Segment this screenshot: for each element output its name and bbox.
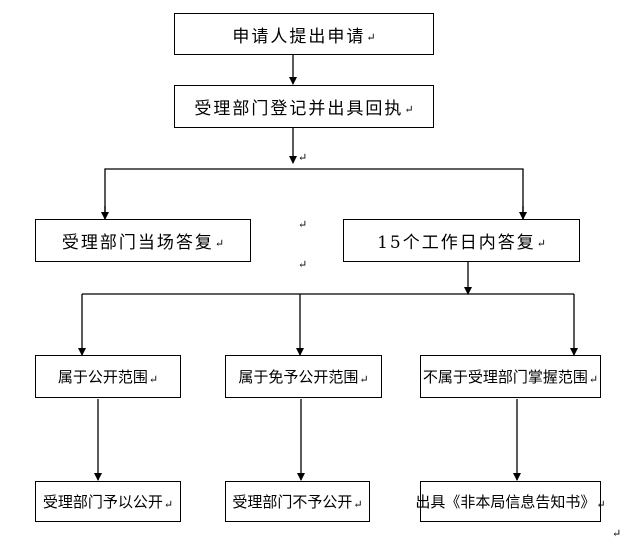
node-reply-15-days-label: 15个工作日内答复 [377,233,536,253]
node-submit: 申请人提出申请↵ [174,13,434,55]
paragraph-mark-icon: ↵ [366,30,376,44]
paragraph-mark-icon: ↵ [298,218,308,231]
node-not-dept-scope: 不属于受理部门掌握范围↵ [420,355,601,398]
node-register: 受理部门登记并出具回执↵ [174,85,434,128]
paragraph-mark-icon: ↵ [214,237,225,250]
node-reply-on-site: 受理部门当场答复↵ [35,219,251,262]
node-not-disclose-label: 受理部门不予公开 [232,493,353,511]
branch-split-1 [104,168,524,219]
paragraph-mark-icon: ↵ [596,498,606,511]
node-disclose-label: 受理部门予以公开 [42,493,163,511]
paragraph-mark-icon: ↵ [148,373,159,386]
paragraph-mark-icon: ↵ [359,373,369,386]
paragraph-mark-icon: ↵ [353,498,363,511]
node-not-disclose: 受理部门不予公开↵ [225,481,370,522]
node-reply-15-days: 15个工作日内答复↵ [343,219,580,262]
paragraph-mark-icon: ↵ [536,237,546,250]
paragraph-mark-icon: ↵ [588,373,599,386]
node-exempt-scope-label: 属于免予公开范围 [238,368,359,386]
node-not-dept-scope-label: 不属于受理部门掌握范围 [422,368,588,386]
node-issue-notice-label: 出具《非本局信息告知书》 [415,493,596,511]
node-reply-on-site-label: 受理部门当场答复 [61,233,214,253]
paragraph-mark-icon: ↵ [298,258,308,271]
node-public-scope: 属于公开范围↵ [35,355,181,398]
paragraph-mark-icon: ↵ [298,151,308,164]
node-issue-notice: 出具《非本局信息告知书》↵ [415,481,606,522]
node-disclose: 受理部门予以公开↵ [35,481,181,522]
paragraph-mark-icon: ↵ [612,527,622,540]
paragraph-mark-icon: ↵ [404,103,414,116]
node-exempt-scope: 属于免予公开范围↵ [225,355,382,398]
paragraph-mark-icon: ↵ [163,498,174,511]
node-register-label: 受理部门登记并出具回执 [194,99,404,119]
node-submit-label: 申请人提出申请 [232,26,366,47]
node-public-scope-label: 属于公开范围 [57,368,148,386]
